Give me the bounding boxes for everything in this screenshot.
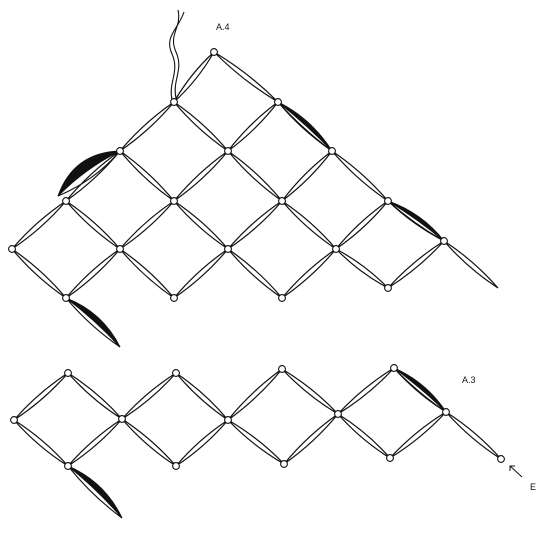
stitch-node [116,147,124,155]
chain-petal [227,419,285,465]
stitch-node [328,147,336,155]
diagram-a3-label: A.3 [462,375,476,385]
chain-petal [121,418,177,467]
stitch-node [170,197,178,205]
stitch-node [64,462,72,470]
stitch-node [224,147,232,155]
stitch-node [384,284,392,292]
chain-petal [335,248,389,289]
chain-petal [387,200,445,242]
chain-petal [445,411,502,460]
chain-petal [281,200,337,250]
stitch-node [64,369,72,377]
leaf-outline [65,297,121,348]
dark-leaf [65,297,121,348]
leaf-outline [57,150,121,197]
stitch-node [116,245,124,253]
chain-petal [119,200,175,250]
chain-petal [389,411,447,459]
yarn-strand [172,9,180,99]
stitch-node [210,48,218,56]
chain-petal [283,413,339,465]
chain-petal [67,418,123,467]
chain-petal [281,368,339,415]
chain-petal [173,101,229,152]
chain-petal [227,368,283,421]
stitch-node [10,416,18,424]
stitch-node [332,245,340,253]
leaf-outline [393,367,447,413]
yarn-strand [169,11,185,101]
stitch-node [62,294,70,302]
chain-petal [227,200,283,250]
chain-petal [119,248,175,299]
leaf-outline [387,200,445,242]
chain-petal [13,372,69,421]
dark-leaf [387,200,445,242]
chain-petal [11,248,67,299]
stitch-node [224,245,232,253]
chain-petal [227,101,279,152]
stitch-node [172,462,180,470]
chain-petal [443,240,499,289]
stitch-node [497,455,505,463]
stitch-node [8,245,16,253]
end-marker-label: E [530,482,536,492]
stitch-node [170,294,178,302]
stitch-node [118,415,126,423]
chain-petal [337,367,395,415]
chain-petal [11,200,67,250]
diagram-a4-label: A.4 [216,22,230,32]
stitch-node [278,365,286,373]
dark-leaf [67,465,123,519]
stitch-node [170,98,178,106]
dark-leaf [277,101,333,152]
chain-petal [121,372,177,420]
diagram-a3 [10,364,505,519]
stitch-node [280,460,288,468]
chain-petal [175,419,229,467]
chain-petal [213,51,279,103]
stitch-node [390,364,398,372]
chain-petal [119,101,175,152]
chain-petal [227,248,283,299]
stitch-node [62,197,70,205]
stitch-node [278,197,286,205]
chain-petal [173,150,229,202]
chain-petal [65,248,121,299]
chain-petal [277,101,333,152]
chain-petal [119,150,175,202]
dark-leaf [393,367,447,413]
chain-petal [65,200,121,250]
chain-petal [227,150,283,202]
stitch-node [440,237,448,245]
stitch-node [442,408,450,416]
chain-petal [67,372,123,420]
stitch-node [224,416,232,424]
stitch-node [384,197,392,205]
stitch-node [278,294,286,302]
chain-petal [387,240,445,289]
chain-petal [281,150,333,202]
chain-petal [13,419,69,467]
diagram-a4 [8,9,499,348]
leaf-outline [277,101,333,152]
chain-petal [331,150,389,202]
chain-petal [173,200,229,250]
chain-petal [175,372,229,421]
chain-petal [393,367,447,413]
chain-petal [173,51,215,103]
stitch-node [274,98,282,106]
stitch-node [334,410,342,418]
stitch-node [172,369,180,377]
chain-petal [281,248,337,299]
chain-petal [335,200,389,250]
end-arrow-icon [509,465,523,478]
chain-petal [173,248,229,299]
stitch-node [386,454,394,462]
chain-petal [337,413,391,459]
leaf-outline [67,465,123,519]
